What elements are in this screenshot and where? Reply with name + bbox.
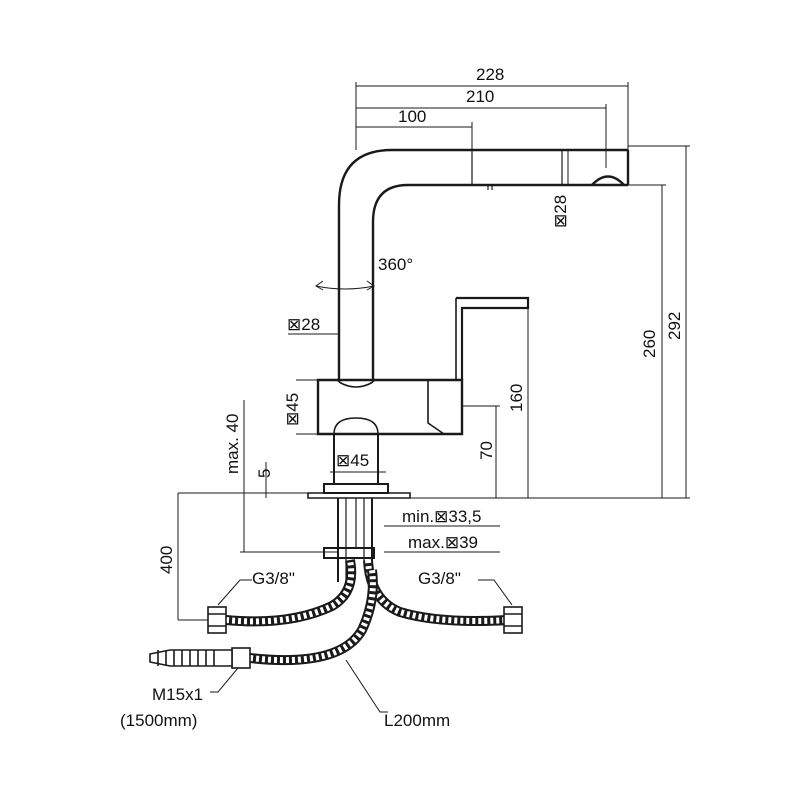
dim-400: 400 <box>157 546 176 574</box>
dim-min-hole: min.⊠33,5 <box>402 507 481 526</box>
dim-5: 5 <box>255 469 274 478</box>
dim-max-hole: max.⊠39 <box>408 533 478 552</box>
dim-228: 228 <box>476 65 504 84</box>
spout-outer <box>337 148 628 382</box>
label-m15x1: M15x1 <box>152 685 203 704</box>
dim-body-28: ⊠28 <box>287 315 320 334</box>
dim-210: 210 <box>466 87 494 106</box>
dim-292: 292 <box>665 312 684 340</box>
spout-inner <box>371 183 628 382</box>
base-plate <box>323 483 389 494</box>
dim-160: 160 <box>507 384 526 412</box>
cartridge <box>427 380 462 435</box>
label-l200mm: L200mm <box>384 711 450 730</box>
dim-body-45: ⊠45 <box>283 393 302 426</box>
dim-rotation: 360° <box>378 255 413 274</box>
dim-260: 260 <box>640 330 659 358</box>
dim-70: 70 <box>477 441 496 460</box>
label-g38-right: G3/8" <box>418 569 461 588</box>
fixing-nut <box>323 547 375 559</box>
flexible-hoses <box>149 559 523 669</box>
dim-max-40: max. 40 <box>223 414 242 474</box>
lever <box>456 296 530 380</box>
dim-base-45: ⊠45 <box>336 451 369 470</box>
body <box>316 378 464 436</box>
label-1500mm: (1500mm) <box>120 711 197 730</box>
aerator <box>591 175 625 186</box>
dim-100: 100 <box>398 107 426 126</box>
dimension-lines <box>177 82 690 713</box>
left-hose-fitting <box>207 606 227 634</box>
dimension-labels: 228 210 100 ⊠28 360° ⊠28 260 292 160 ⊠45… <box>120 65 684 730</box>
pullout-connector <box>149 647 251 669</box>
right-hose-fitting <box>503 606 523 634</box>
label-g38-left: G3/8" <box>252 569 295 588</box>
dim-spout-28: ⊠28 <box>551 195 570 228</box>
